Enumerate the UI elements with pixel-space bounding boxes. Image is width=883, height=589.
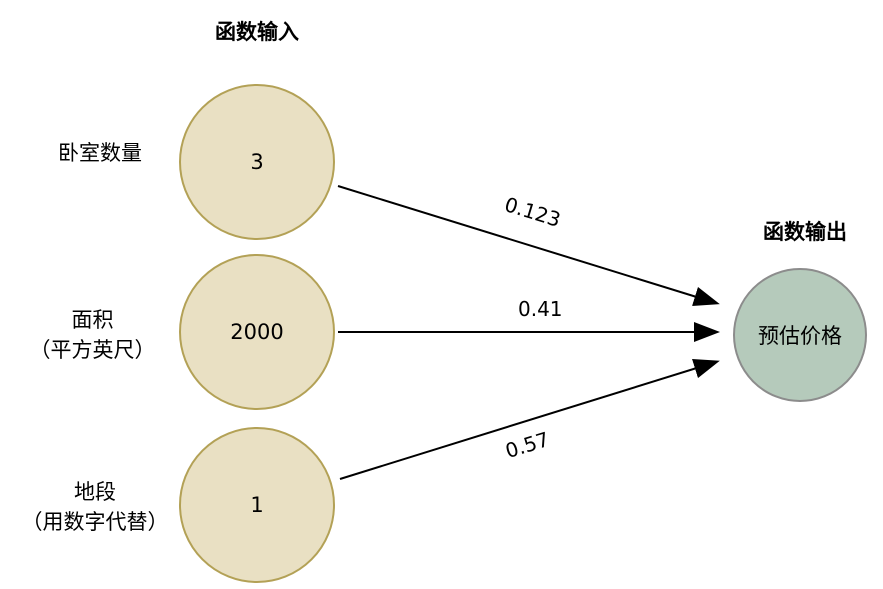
weight-arrow-location	[339, 358, 720, 480]
input-node-bedrooms: 3	[179, 84, 335, 240]
output-node-price: 预估价格	[733, 268, 867, 402]
input-node-location: 1	[179, 427, 335, 583]
input-node-area: 2000	[179, 254, 335, 410]
input-label-area: 面积 （平方英尺）	[10, 305, 175, 366]
input-node-value: 2000	[230, 320, 284, 344]
input-label-line: 地段	[74, 480, 116, 504]
input-label-location: 地段 （用数字代替）	[5, 477, 185, 538]
input-label-line: 面积	[71, 308, 114, 332]
input-label-bedrooms: 卧室数量	[35, 138, 165, 168]
output-node-label: 预估价格	[758, 324, 842, 348]
input-label-line: （平方英尺）	[29, 338, 156, 363]
output-group-title: 函数输出	[763, 220, 847, 244]
input-label-line: （用数字代替）	[21, 510, 169, 535]
input-label-line: 卧室数量	[58, 141, 142, 165]
input-group-title: 函数输入	[215, 20, 299, 44]
input-node-value: 3	[250, 150, 264, 174]
input-node-value: 1	[250, 493, 264, 517]
weight-value-area: 0.41	[518, 297, 563, 321]
weight-arrow-bedrooms	[337, 185, 720, 307]
